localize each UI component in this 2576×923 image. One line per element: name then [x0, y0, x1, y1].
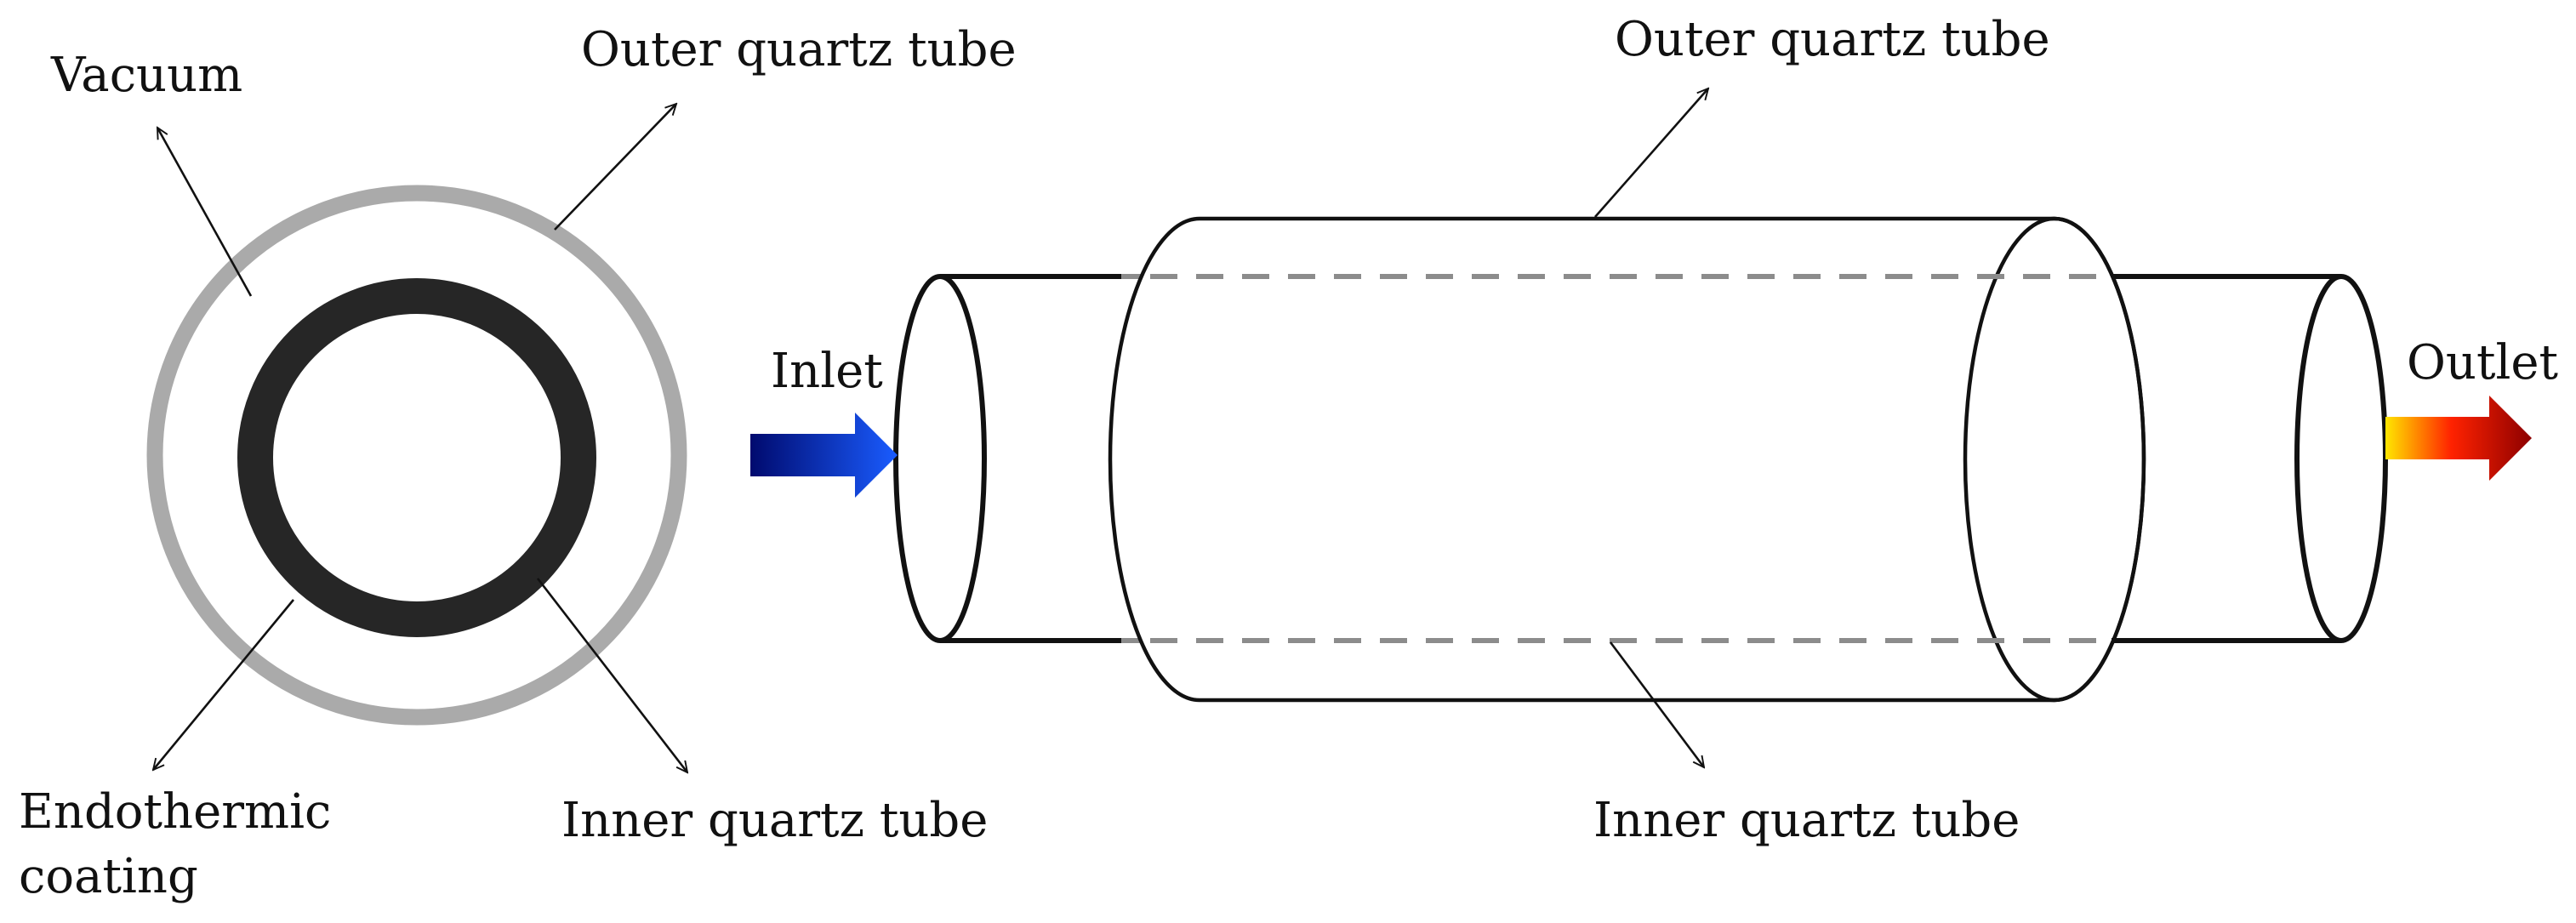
outer-tube-leader-arrow — [554, 104, 676, 231]
inner-tube-outlet-end — [2294, 274, 2388, 643]
inner-tube-leader-arrow — [536, 578, 687, 772]
side-outer-tube-leader-arrow — [1594, 88, 1708, 218]
side-inner-tube-label: Inner quartz tube — [1593, 793, 2020, 848]
vacuum-leader-arrow — [156, 128, 253, 297]
outer-tube-right-end — [1963, 216, 2146, 703]
side-view — [750, 88, 2532, 767]
outer-quartz-ring — [146, 185, 687, 726]
cross-section — [146, 104, 687, 772]
coating-label-line2: coating — [19, 849, 198, 904]
side-inner-tube-leader-arrow — [1609, 641, 1704, 767]
coating-leader-arrow — [153, 599, 295, 770]
inner-tube-inlet-end — [893, 274, 987, 643]
outer-tube-label: Outer quartz tube — [581, 22, 1017, 77]
inlet-flow-arrow — [750, 413, 898, 498]
inlet-label: Inlet — [771, 344, 883, 399]
outlet-flow-arrow — [2385, 396, 2532, 481]
side-outer-tube-label: Outer quartz tube — [1615, 12, 2050, 67]
endothermic-coating-ring — [237, 278, 596, 637]
vacuum-label: Vacuum — [51, 48, 243, 103]
outlet-label: Outlet — [2407, 335, 2559, 390]
coating-label-line1: Endothermic — [19, 784, 332, 840]
inner-tube-label: Inner quartz tube — [561, 793, 989, 848]
